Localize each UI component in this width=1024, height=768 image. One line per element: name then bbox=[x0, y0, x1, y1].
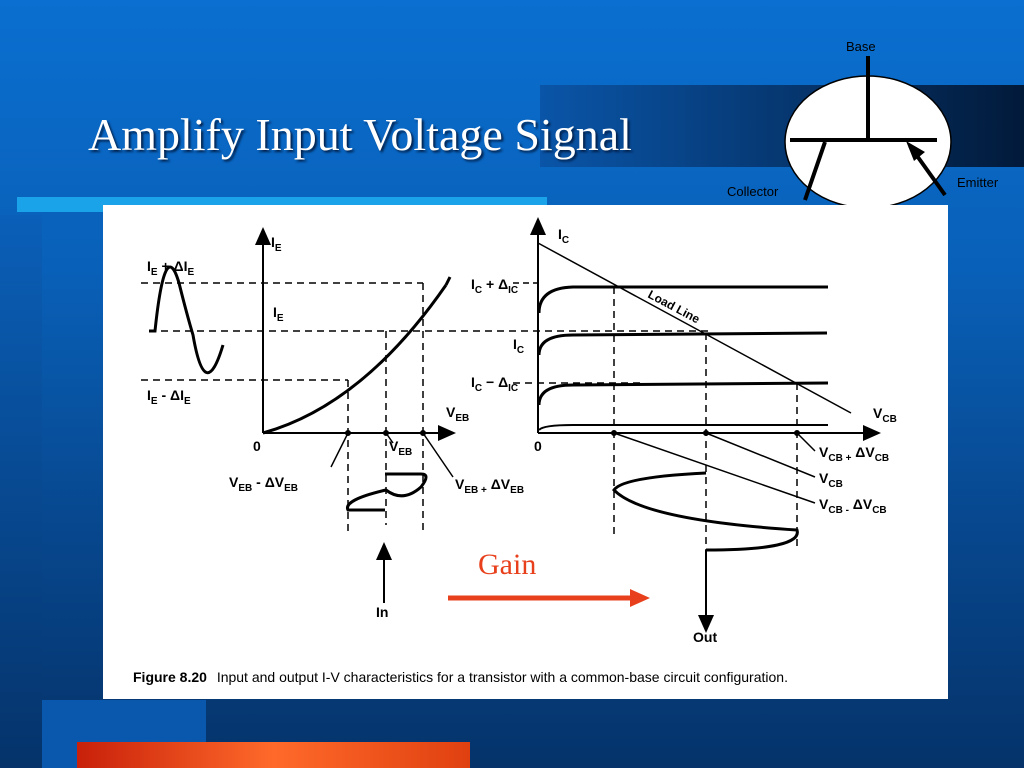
emitter-arrow-icon bbox=[906, 141, 925, 161]
bottom-red-bar bbox=[77, 742, 470, 768]
vcb-plus-label: VCB + ΔVCB bbox=[819, 444, 889, 464]
input-characteristic bbox=[141, 227, 708, 603]
veb-minus-label: VEB - ΔVEB bbox=[229, 474, 298, 494]
veb-signal-wave bbox=[346, 472, 428, 512]
ie-label: IE bbox=[273, 304, 284, 324]
load-line bbox=[537, 242, 852, 414]
emitter-label: Emitter bbox=[957, 175, 999, 190]
curve-ic-plus bbox=[537, 285, 828, 314]
vcb-signal-wave bbox=[612, 471, 799, 552]
collector-lead bbox=[803, 141, 827, 201]
ie-signal-wave bbox=[149, 265, 225, 374]
veb-plus-label: VEB + ΔVEB bbox=[455, 476, 524, 496]
vcb-axis-label: VCB bbox=[873, 405, 897, 425]
figure-panel: IE VEB 0 IE + ΔIE IE IE - ΔIE VEB - ΔVEB… bbox=[103, 205, 948, 699]
ie-plus-label: IE + ΔIE bbox=[147, 258, 194, 278]
collector-label: Collector bbox=[727, 184, 779, 199]
output-origin: 0 bbox=[534, 438, 542, 454]
veb-label: VEB bbox=[389, 438, 412, 458]
transistor-svg bbox=[784, 56, 952, 209]
vcb-label: VCB bbox=[819, 470, 843, 490]
gain-label: Gain bbox=[478, 548, 537, 581]
gain-arrow-icon bbox=[448, 589, 650, 607]
base-label: Base bbox=[846, 39, 876, 54]
curve-ic bbox=[537, 331, 828, 356]
ic-axis-label: IC bbox=[558, 226, 569, 246]
output-characteristic bbox=[513, 217, 881, 633]
ie-axis-label: IE bbox=[271, 234, 282, 254]
ic-minus-label: IC − ΔIC bbox=[471, 374, 518, 394]
input-origin: 0 bbox=[253, 438, 261, 454]
slide-title: Amplify Input Voltage Signal bbox=[88, 109, 632, 160]
input-curve bbox=[262, 284, 448, 435]
ic-label: IC bbox=[513, 336, 524, 356]
transistor-symbol: Base Collector Emitter bbox=[715, 30, 1020, 215]
vcb-minus-label: VCB - ΔVCB bbox=[819, 496, 887, 516]
in-label: In bbox=[376, 604, 388, 620]
curve-base bbox=[538, 424, 828, 431]
veb-axis-label: VEB bbox=[446, 404, 469, 424]
ie-minus-label: IE - ΔIE bbox=[147, 387, 191, 407]
out-label: Out bbox=[693, 629, 717, 645]
figure-svg: IE VEB 0 IE + ΔIE IE IE - ΔIE VEB - ΔVEB… bbox=[133, 217, 897, 685]
left-dark-strip bbox=[0, 215, 42, 768]
figure-caption: Figure 8.20 Input and output I-V charact… bbox=[133, 669, 788, 685]
ic-plus-label: IC + ΔIC bbox=[471, 276, 518, 296]
curve-ic-minus bbox=[537, 381, 829, 406]
